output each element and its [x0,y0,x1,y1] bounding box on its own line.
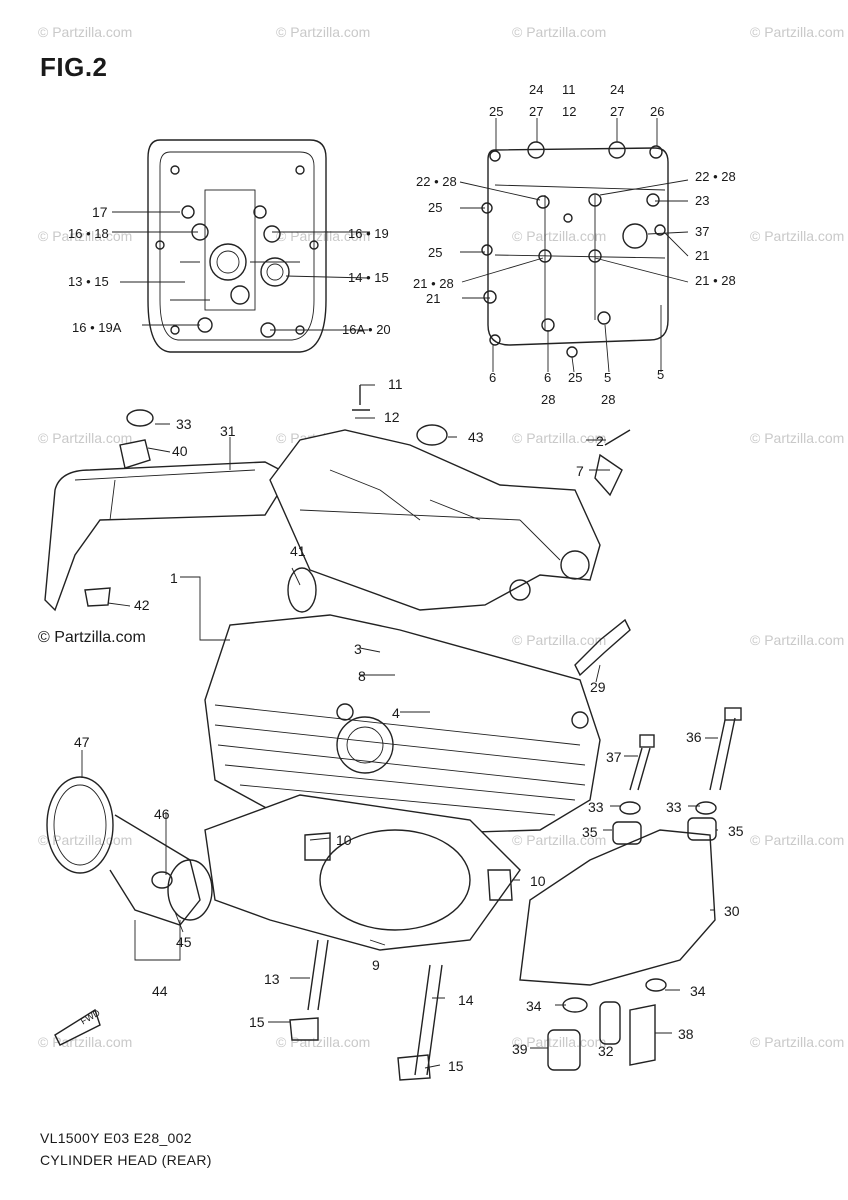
callout-33a: 33 [176,416,192,432]
callout-6a: 6 [489,370,497,385]
callout-25c: 25 [428,245,443,260]
callout-12b: 12 [384,409,400,425]
callout-34b: 34 [526,998,542,1014]
callout-14: 14 [458,992,474,1008]
callout-25a: 25 [489,104,504,119]
watermark: © Partzilla.com [276,24,371,40]
callout-16-19: 16 • 19 [348,226,389,241]
model-code: VL1500Y E03 E28_002 [40,1130,192,1146]
watermark: © Partzilla.com [38,228,133,244]
callout-16-19a: 16 • 19A [72,320,122,335]
callout-24a: 24 [529,82,544,97]
callout-13-15: 13 • 15 [68,274,109,289]
watermark: © Partzilla.com [38,24,133,40]
callout-10b: 10 [530,873,546,889]
callout-26: 26 [650,104,665,119]
callout-25d: 25 [568,370,583,385]
copyright-notice: © Partzilla.com [38,629,146,646]
callout-5b: 5 [657,367,665,382]
watermark: © Partzilla.com [512,832,607,848]
callout-28b: 28 [601,392,616,407]
callout-38: 38 [678,1026,694,1042]
watermark: © Partzilla.com [512,430,607,446]
cam-housing-top-view [481,141,669,358]
callout-31: 31 [220,423,236,439]
callout-28a: 28 [541,392,556,407]
callout-7: 7 [576,463,584,479]
callout-43: 43 [468,429,484,445]
callout-30: 30 [724,903,740,919]
watermark: © Partzilla.com [750,632,845,648]
callout-16-18: 16 • 18 [68,226,109,241]
callout-23: 23 [695,193,710,208]
watermark: © Partzilla.com [512,632,607,648]
callout-10a: 10 [336,832,352,848]
callout-12a: 12 [562,104,577,119]
watermark: © Partzilla.com [38,832,133,848]
callout-35b: 35 [728,823,744,839]
callout-36: 36 [686,729,702,745]
callout-21-28b: 21 • 28 [695,273,736,288]
callout-40: 40 [172,443,188,459]
watermark: © Partzilla.com [750,24,845,40]
callout-47: 47 [74,734,90,750]
callout-33c: 33 [666,799,682,815]
callout-45: 45 [176,934,192,950]
callout-1: 1 [170,570,178,586]
watermark: © Partzilla.com [512,24,607,40]
callout-46: 46 [154,806,170,822]
watermark: © Partzilla.com [512,228,607,244]
watermark: © Partzilla.com [750,430,845,446]
callout-37a: 37 [695,224,710,239]
callout-17: 17 [92,204,108,220]
callout-13: 13 [264,971,280,987]
callout-21a: 21 [426,291,441,306]
watermark: © Partzilla.com [276,1034,371,1050]
watermark: © Partzilla.com [38,1034,133,1050]
callout-8: 8 [358,668,366,684]
watermark: © Partzilla.com [38,430,133,446]
callout-32: 32 [598,1043,614,1059]
callout-11b: 11 [388,376,403,392]
watermark: © Partzilla.com [750,1034,845,1050]
callout-14-15: 14 • 15 [348,270,389,285]
cylinder-head-top-view [147,139,327,353]
callout-9: 9 [372,957,380,973]
callout-16a-20: 16A • 20 [342,322,391,337]
callout-41: 41 [290,543,306,559]
callout-22-28b: 22 • 28 [695,169,736,184]
watermark: © Partzilla.com [512,1034,607,1050]
callout-5a: 5 [604,370,612,385]
callout-2: 2 [596,433,604,449]
callout-35a: 35 [582,824,598,840]
watermark: © Partzilla.com [750,228,845,244]
callout-21b: 21 [695,248,710,263]
figure-caption: CYLINDER HEAD (REAR) [40,1152,212,1168]
callout-6b: 6 [544,370,552,385]
callout-21-28a: 21 • 28 [413,276,454,291]
callout-15a: 15 [249,1014,265,1030]
callout-15b: 15 [448,1058,464,1074]
callout-4: 4 [392,705,400,721]
callout-33b: 33 [588,799,604,815]
callout-44: 44 [152,983,168,999]
callout-3: 3 [354,641,362,657]
callout-39: 39 [512,1041,528,1057]
callout-27a: 27 [529,104,544,119]
figure-title: FIG.2 [40,52,108,82]
callout-24b: 24 [610,82,625,97]
callout-25b: 25 [428,200,443,215]
callout-22-28a: 22 • 28 [416,174,457,189]
callout-27b: 27 [610,104,625,119]
callout-11a: 11 [562,82,576,97]
callout-42: 42 [134,597,150,613]
callout-37b: 37 [606,749,622,765]
callout-34a: 34 [690,983,706,999]
watermark: © Partzilla.com [750,832,845,848]
callout-29: 29 [590,679,606,695]
